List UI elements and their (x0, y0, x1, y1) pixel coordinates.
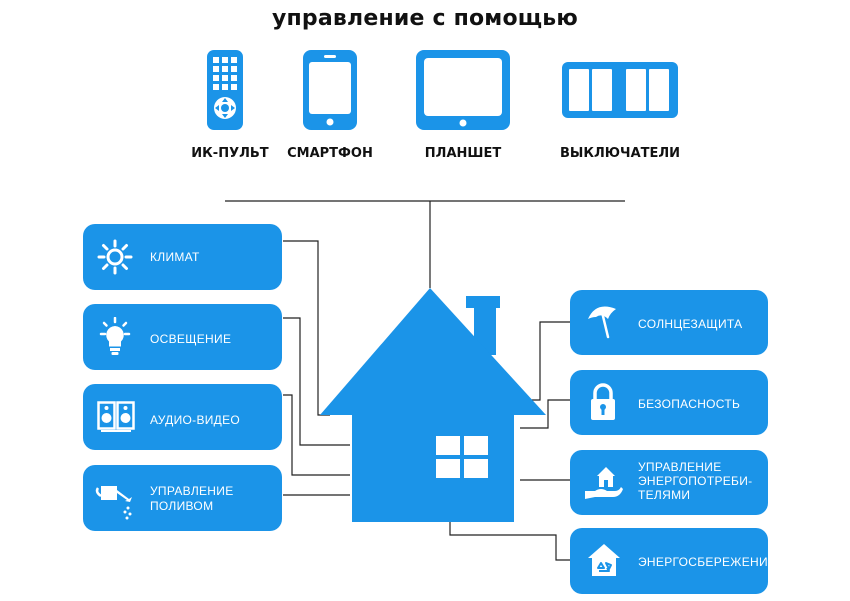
card-irrigation-label-line1: УПРАВЛЕНИЕ (150, 484, 234, 498)
device-label-switches: ВЫКЛЮЧАТЕЛИ (560, 146, 681, 161)
card-climate-label: КЛИМАТ (150, 250, 200, 264)
card-sun-protection[interactable]: СОЛНЦЕЗАЩИТА (570, 290, 768, 355)
light-bulb-icon (99, 317, 131, 355)
card-energy-consumers-label: УПРАВЛЕНИЕ ЭНЕРГОПОТРЕБИ- ТЕЛЯМИ (638, 460, 752, 502)
card-lighting[interactable]: ОСВЕЩЕНИЕ (83, 304, 282, 370)
device-label-ir-remote: ИК-ПУЛЬТ (191, 146, 269, 161)
hand-house-icon (585, 467, 623, 499)
tablet-icon (416, 50, 510, 130)
card-energy-saving[interactable]: ЭНЕРГОСБЕРЕЖЕНИЕ (570, 528, 776, 594)
card-audio-video-label: АУДИО-ВИДЕО (150, 413, 241, 427)
padlock-icon (591, 383, 615, 420)
page-title: управление с помощью (271, 6, 579, 31)
card-energy-saving-label: ЭНЕРГОСБЕРЕЖЕНИЕ (638, 555, 777, 569)
remote-control-icon (207, 50, 243, 130)
card-energy-consumers-label-line1: УПРАВЛЕНИЕ (638, 460, 722, 474)
card-energy-consumers-label-line3: ТЕЛЯМИ (638, 488, 691, 502)
device-label-tablet: ПЛАНШЕТ (424, 146, 502, 161)
device-label-smartphone: СМАРТФОН (287, 146, 373, 161)
card-security-label: БЕЗОПАСНОСТЬ (638, 397, 741, 411)
card-energy-consumers[interactable]: УПРАВЛЕНИЕ ЭНЕРГОПОТРЕБИ- ТЕЛЯМИ (570, 450, 768, 515)
umbrella-icon (588, 306, 616, 339)
card-irrigation[interactable]: УПРАВЛЕНИЕ ПОЛИВОМ (83, 465, 282, 531)
card-audio-video[interactable]: АУДИО-ВИДЕО (83, 384, 282, 450)
watering-can-icon (95, 486, 132, 520)
speakers-icon (97, 401, 135, 432)
card-energy-consumers-label-line2: ЭНЕРГОПОТРЕБИ- (638, 474, 753, 488)
card-sun-protection-label: СОЛНЦЕЗАЩИТА (638, 317, 743, 331)
card-climate[interactable]: КЛИМАТ (83, 224, 282, 290)
card-irrigation-label-line2: ПОЛИВОМ (150, 499, 214, 513)
sun-icon (97, 239, 133, 275)
wall-switch-icon (562, 62, 678, 118)
smartphone-icon (303, 50, 357, 130)
card-security[interactable]: БЕЗОПАСНОСТЬ (570, 370, 768, 435)
card-irrigation-label: УПРАВЛЕНИЕ ПОЛИВОМ (150, 484, 234, 514)
eco-house-icon (588, 544, 620, 576)
card-lighting-label: ОСВЕЩЕНИЕ (150, 332, 232, 346)
